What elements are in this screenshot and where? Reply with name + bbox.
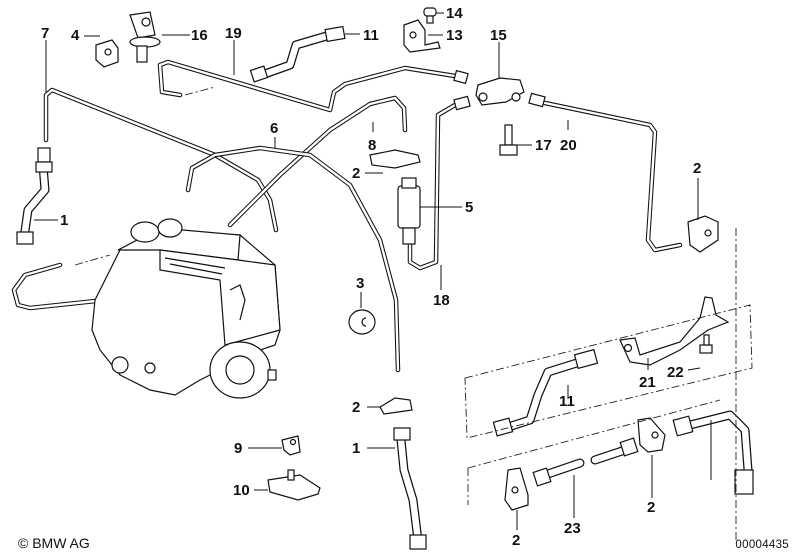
fitting-axis-line xyxy=(184,86,216,96)
callout-17: 18 xyxy=(433,292,450,309)
part-9-nut xyxy=(281,435,301,456)
brake-line-19 xyxy=(157,59,458,113)
brake-line-18 xyxy=(542,100,683,253)
part-2-clip-center xyxy=(379,397,413,415)
callout-21: 22 xyxy=(667,364,684,381)
callout-2: 2 xyxy=(512,532,520,549)
callout-18: 20 xyxy=(560,137,577,154)
callout-2: 2 xyxy=(352,165,360,182)
callout-12: 13 xyxy=(446,27,463,44)
hose-11-top xyxy=(249,25,346,83)
fitting-axis-line xyxy=(74,254,111,266)
diagram-number: 00004435 xyxy=(735,539,789,551)
callout-15: 17 xyxy=(535,137,552,154)
part-5-filter xyxy=(369,149,421,245)
brake-line-7 xyxy=(43,87,279,233)
callout-11: 11 xyxy=(363,27,379,44)
hose-1-center xyxy=(393,427,427,550)
assembly-frame-lower xyxy=(467,399,721,505)
part-2-clip-lower-right xyxy=(637,417,666,453)
callout-4: 4 xyxy=(71,27,80,44)
brake-line-6 xyxy=(185,145,401,373)
part-2-clip-right xyxy=(687,215,719,253)
callout-2: 2 xyxy=(647,499,655,516)
leader-lines xyxy=(34,12,712,530)
callout-10: 10 xyxy=(233,482,250,499)
brake-line-17 xyxy=(407,102,458,271)
callout-13: 14 xyxy=(446,5,463,22)
callout-16: 16 xyxy=(191,27,208,44)
part-4-clip xyxy=(95,39,119,68)
callout-7: 7 xyxy=(41,25,49,42)
callout-1: 1 xyxy=(60,212,68,229)
part-20-bracket xyxy=(619,296,730,366)
callout-5: 5 xyxy=(465,199,473,216)
copyright-notice: © BMW AG xyxy=(18,535,90,551)
hose-23 xyxy=(672,410,754,495)
callout-3: 3 xyxy=(356,275,364,292)
part-10-clip-nut xyxy=(267,469,321,501)
part-15-bolt xyxy=(499,124,518,156)
callout-1: 1 xyxy=(352,440,360,457)
callout-2: 2 xyxy=(352,399,360,416)
callout-11: 11 xyxy=(559,393,575,410)
part-3-grommet xyxy=(348,309,376,335)
callout-19: 19 xyxy=(225,25,242,42)
part-2-clip-lower-left xyxy=(504,467,529,511)
callout-2: 2 xyxy=(693,160,701,177)
callout-14: 15 xyxy=(490,27,507,44)
assembly-frame-upper xyxy=(464,304,753,439)
part-12-bracket xyxy=(403,19,441,53)
part-16-bracket xyxy=(129,11,161,63)
callout-22: 23 xyxy=(564,520,581,537)
part-21-screw xyxy=(699,334,713,354)
hose-22 xyxy=(532,437,639,487)
hose-1-left xyxy=(16,147,53,245)
brake-line-8 xyxy=(227,95,408,228)
hydraulic-unit xyxy=(91,218,281,399)
brake-line-loop-left xyxy=(11,262,108,311)
part-13-bolt xyxy=(423,7,437,24)
callout-6: 6 xyxy=(270,120,278,137)
part-14-tee-fitting xyxy=(453,69,546,111)
callout-8: 8 xyxy=(368,137,376,154)
callout-9: 9 xyxy=(234,440,242,457)
hose-11-lower xyxy=(492,348,599,437)
callout-20: 21 xyxy=(639,374,656,391)
